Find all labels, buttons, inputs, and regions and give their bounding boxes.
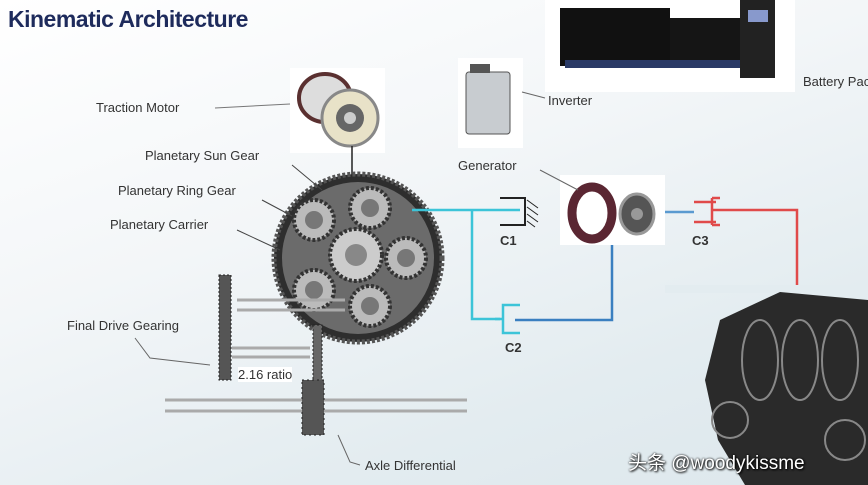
inverter-label: Inverter <box>548 93 593 108</box>
red-line-engine <box>712 208 799 285</box>
generator-label: Generator <box>458 158 517 173</box>
final-drive-gearing <box>134 274 467 466</box>
engine-image <box>665 285 868 485</box>
carrier-label: Planetary Carrier <box>110 217 209 232</box>
clutch-c1-symbol <box>500 197 539 228</box>
battery-pack-label: Battery Pack <box>803 74 868 89</box>
clutch-c3-symbol <box>694 196 720 227</box>
watermark: 头条 @woodykissme <box>628 453 805 474</box>
ring-gear-label: Planetary Ring Gear <box>118 183 236 198</box>
page-title: Kinematic Architecture <box>8 6 248 32</box>
cyan-line-c2 <box>470 210 500 321</box>
final-drive-label: Final Drive Gearing <box>67 318 179 333</box>
sun-gear-label: Planetary Sun Gear <box>145 148 260 163</box>
planetary-gear-set <box>236 164 445 345</box>
clutch-c1-label: C1 <box>500 233 517 248</box>
battery-pack-image <box>545 0 795 92</box>
clutch-c2-label: C2 <box>505 340 522 355</box>
generator-image <box>539 169 665 245</box>
traction-motor-label: Traction Motor <box>96 100 180 115</box>
clutch-c2-symbol <box>495 303 520 335</box>
inverter-image <box>458 58 546 148</box>
axle-differential-label: Axle Differential <box>365 458 456 473</box>
ratio-label: 2.16 ratio <box>238 367 293 382</box>
blue-line-generator <box>515 240 614 322</box>
traction-motor-image <box>214 68 385 245</box>
clutch-c3-label: C3 <box>692 233 709 248</box>
